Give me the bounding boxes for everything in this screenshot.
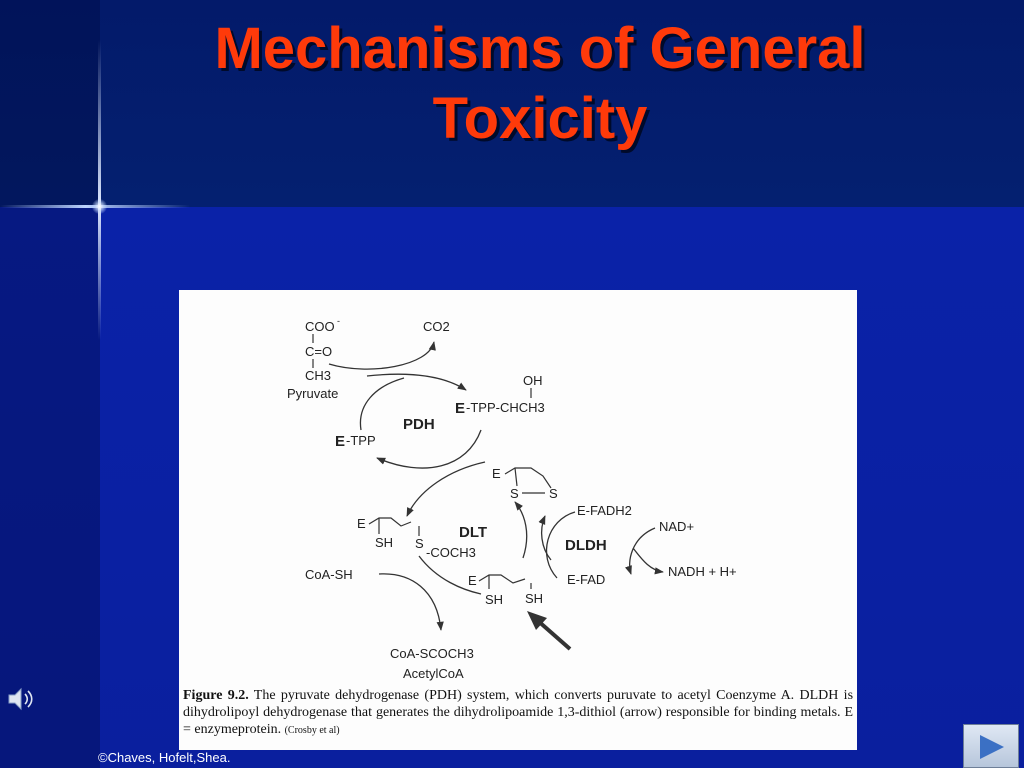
arrow-dldh-left [545, 511, 576, 579]
pdh-label: PDH [403, 416, 435, 433]
pyruvate-ch3: CH3 [305, 368, 331, 383]
speaker-icon[interactable] [6, 684, 36, 714]
nad-label: NAD+ [659, 519, 694, 534]
arrow-dlt-lower [418, 555, 482, 595]
e-fad: E-FAD [567, 572, 605, 587]
figure-panel: COO - C=O CH3 Pyruvate CO2 PDH E -TPP OH… [179, 290, 857, 750]
dithiol-e: E [468, 573, 477, 588]
pyruvate-coo: COO [305, 319, 335, 334]
dithiolane-s2: S [549, 486, 558, 501]
e-tpp-left-e: E [335, 433, 345, 450]
slide-title-line1: Mechanisms of General [214, 16, 866, 81]
arrow-to-nadh [632, 547, 664, 575]
pyruvate-coo-charge: - [337, 316, 340, 326]
arrow-to-acyl-lipoamide [406, 461, 486, 517]
arrow-to-co2 [328, 341, 436, 370]
arrow-to-e-fad [624, 527, 656, 575]
acyl-coch3: -COCH3 [426, 545, 476, 560]
figure-label: Figure 9.2. [183, 688, 249, 703]
co2-label: CO2 [423, 319, 450, 334]
acetylcoa-label: AcetylCoA [403, 666, 464, 681]
light-flare-center [92, 199, 107, 214]
nadh-label: NADH + H+ [668, 564, 737, 579]
acyl-s: S [415, 536, 424, 551]
e-tpp-right-e: E [455, 400, 465, 417]
arrow-to-acetylcoa [378, 573, 444, 631]
e-tpp-left-rest: -TPP [346, 433, 376, 448]
slide-title: Mechanisms of General Toxicity [120, 14, 960, 154]
play-arrow-icon [980, 735, 1004, 759]
figure-credit: (Crosby et al) [284, 725, 340, 736]
header-band [0, 0, 1024, 207]
next-slide-button[interactable] [963, 724, 1019, 768]
ring-bond [504, 467, 552, 489]
acyl-sh: SH [375, 535, 393, 550]
dithiol-pointer-arrow-shaft [535, 618, 572, 651]
acyl-e: E [357, 516, 366, 531]
copyright-notice: ©Chaves, Hofelt,Shea. [98, 750, 231, 765]
pdh-pathway-diagram: COO - C=O CH3 Pyruvate CO2 PDH E -TPP OH… [287, 316, 737, 681]
arrow-pdh-upper-left [359, 377, 405, 431]
e-fadh2: E-FADH2 [577, 503, 632, 518]
light-flare-vertical [98, 40, 101, 340]
figure-caption-text: The pyruvate dehydrogenase (PDH) system,… [183, 688, 854, 737]
dlt-label: DLT [459, 524, 487, 541]
pyruvate-co: C=O [305, 344, 332, 359]
chain-bond [478, 574, 526, 584]
slide-title-line2: Toxicity [432, 86, 648, 151]
chain-bond [368, 517, 412, 527]
coa-sh: CoA-SH [305, 567, 353, 582]
dithiol-sh1: SH [485, 592, 503, 607]
e-tpp-right-rest: -TPP-CHCH3 [466, 400, 545, 415]
left-strip [0, 0, 100, 768]
dithiol-pointer-arrow-head [527, 611, 547, 630]
coa-scoch3: CoA-SCOCH3 [390, 646, 474, 661]
arrow-pdh-lower [376, 429, 482, 469]
dithiol-sh2: SH [525, 591, 543, 606]
figure-caption: Figure 9.2. The pyruvate dehydrogenase (… [183, 687, 853, 739]
ring-bond [514, 467, 518, 487]
dithiolane-s1: S [510, 486, 519, 501]
dithiolane-e: E [492, 466, 501, 481]
dldh-label: DLDH [565, 537, 607, 554]
arrow-dldh-up [538, 515, 552, 561]
pyruvate-label: Pyruvate [287, 386, 338, 401]
arrow-to-dithiolane [514, 501, 528, 559]
arrow-to-e-tpp-chch3 [366, 373, 467, 391]
oh-label: OH [523, 373, 543, 388]
